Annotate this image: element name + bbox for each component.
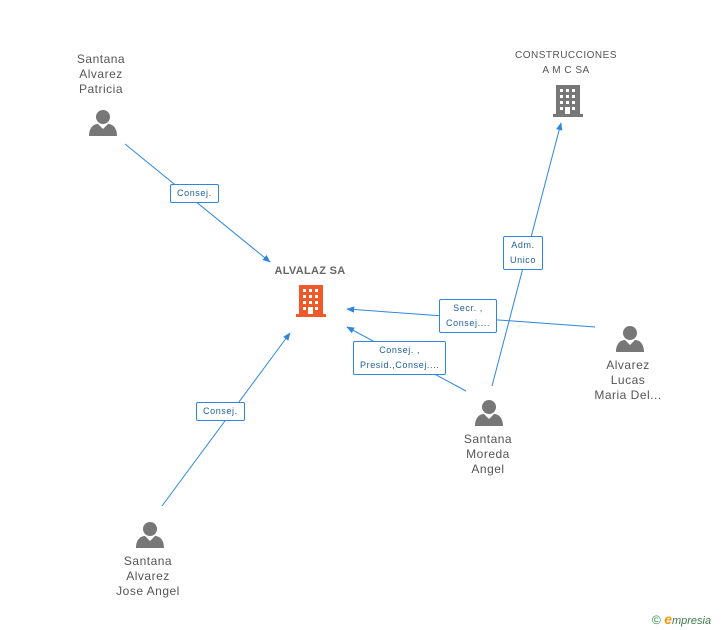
person-icon[interactable] (89, 110, 117, 136)
person-label-line1: Santana (463, 432, 513, 446)
edge-patricia-main (124, 143, 271, 263)
person-label-line2: Alvarez (126, 569, 170, 583)
edge-label-line1: Consej. , (379, 345, 421, 355)
edge-label-lucas: Secr. , Consej.... (439, 299, 498, 333)
building-icon[interactable] (296, 285, 326, 317)
brand-name: mpresia (671, 615, 712, 627)
edge-label-moreda: Consej. , Presid.,Consej.... (353, 341, 447, 375)
edge-label-jose: Consej. (196, 402, 245, 421)
person-icon[interactable] (616, 326, 644, 352)
edge-label-line2: Consej.... (446, 318, 491, 328)
edge-label-line2: Presid.,Consej.... (360, 360, 440, 370)
building-icon[interactable] (553, 85, 583, 117)
brand-e: e (664, 611, 672, 627)
footer-brand[interactable]: © empresia (652, 611, 711, 627)
person-icon[interactable] (475, 400, 503, 426)
person-label-patricia[interactable]: Santana Alvarez Patricia (77, 52, 125, 97)
company-label-line1: CONSTRUCCIONES (514, 50, 618, 61)
edge-label-line2: Unico (510, 255, 537, 265)
person-label-line2: Moreda (466, 447, 510, 461)
person-label-moreda[interactable]: Santana Moreda Angel (464, 432, 512, 477)
edge-label-text: Consej. (203, 406, 238, 416)
person-label-line3: Maria Del... (594, 388, 662, 402)
edge-label-line1: Adm. (511, 240, 535, 250)
person-label-line1: Alvarez (606, 358, 650, 372)
company-label[interactable]: CONSTRUCCIONES A M C SA (515, 48, 617, 78)
edge-label-moreda-company: Adm. Unico (503, 236, 544, 270)
person-label-line2: Lucas (610, 373, 646, 387)
person-label-line1: Santana (76, 52, 126, 66)
edge-label-text: Consej. (177, 188, 212, 198)
person-label-jose[interactable]: Santana Alvarez Jose Angel (116, 554, 180, 599)
company-label-line2: A M C SA (542, 65, 590, 76)
edge-label-patricia: Consej. (170, 184, 219, 203)
copyright-symbol: © (652, 613, 661, 627)
person-label-line2: Alvarez (79, 67, 123, 81)
main-company-name[interactable]: ALVALAZ SA (274, 265, 346, 277)
person-label-line3: Jose Angel (116, 584, 180, 598)
main-company-label[interactable]: ALVALAZ SA (274, 264, 345, 279)
person-label-line1: Santana (123, 554, 173, 568)
person-label-lucas[interactable]: Alvarez Lucas Maria Del... (594, 358, 661, 403)
person-icon[interactable] (136, 522, 164, 548)
person-label-line3: Patricia (78, 82, 123, 96)
edge-label-line1: Secr. , (453, 303, 483, 313)
person-label-line3: Angel (471, 462, 505, 476)
